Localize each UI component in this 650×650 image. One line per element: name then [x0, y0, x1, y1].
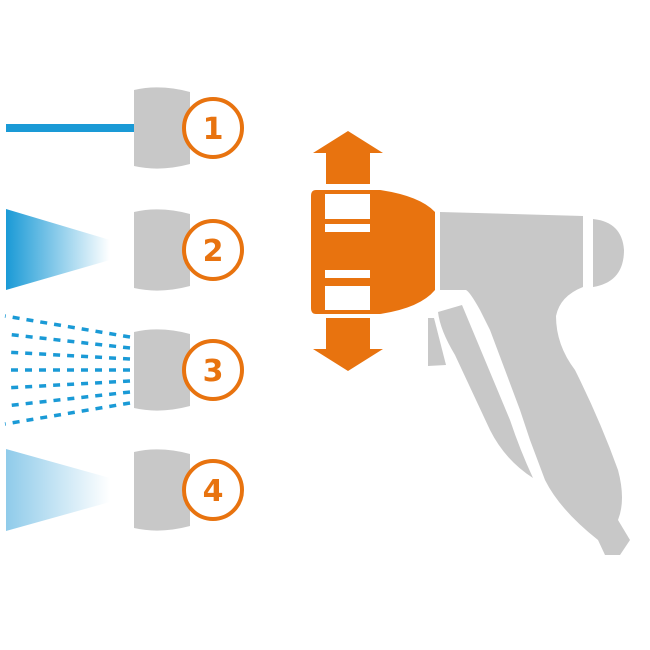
cone-spray: [6, 209, 110, 290]
mode-number-circle: [182, 339, 244, 401]
grip-bar: [325, 224, 370, 232]
nozzle-mode-4[interactable]: 4: [134, 449, 244, 531]
shower-stream: [4, 350, 131, 361]
nozzle-mode-3[interactable]: 3: [134, 329, 244, 411]
mode-number-circle: [182, 219, 244, 281]
grip-bar: [325, 270, 370, 278]
shower-stream: [4, 401, 131, 426]
shower-stream: [4, 332, 131, 350]
nozzle-mode-2[interactable]: 2: [134, 209, 244, 291]
jet-spray: [6, 124, 136, 132]
nozzle-shape: [134, 87, 190, 169]
head-body: [311, 190, 435, 314]
grip-bar: [325, 194, 370, 219]
mode-number-circle: [182, 459, 244, 521]
shower-stream: [4, 390, 131, 408]
mode-number: 4: [203, 474, 224, 509]
nozzle-shape: [134, 209, 190, 291]
mode-number: 1: [203, 112, 224, 147]
mode-number: 3: [203, 354, 224, 389]
nozzle-shape: [134, 329, 190, 411]
rotating-head[interactable]: [311, 131, 435, 371]
mist-spray: [6, 449, 110, 531]
shower-stream: [4, 379, 131, 390]
nozzle-shape: [134, 449, 190, 531]
mode-number: 2: [203, 234, 224, 269]
mode-number-circle: [182, 97, 244, 159]
gun-body: [428, 212, 630, 555]
grip-bar: [325, 286, 370, 310]
shower-stream: [4, 314, 131, 339]
shower-spray: [4, 314, 131, 426]
nozzle-mode-1[interactable]: 1: [134, 87, 244, 169]
arrow-down-icon: [313, 318, 383, 371]
arrow-up-icon: [313, 131, 383, 184]
